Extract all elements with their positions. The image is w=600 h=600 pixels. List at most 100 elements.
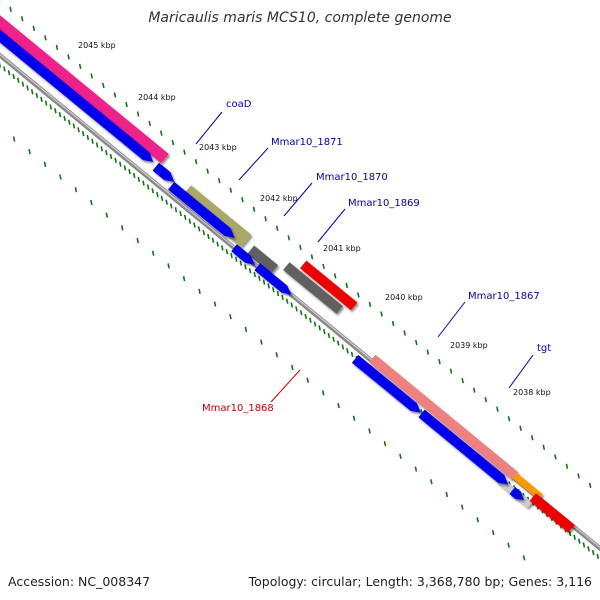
tick-mark (90, 73, 94, 79)
tick-mark (174, 207, 178, 213)
tick-mark (217, 178, 221, 184)
tick-mark (113, 92, 117, 98)
tick-mark (151, 188, 155, 194)
tick-mark (262, 279, 266, 285)
cds-arrow-1867 (351, 355, 421, 413)
tick-mark (327, 332, 331, 339)
tick-mark (519, 425, 522, 431)
tick-mark (357, 292, 360, 298)
tick-mark (95, 142, 99, 148)
tick-mark (476, 517, 480, 523)
tick-mark (310, 254, 314, 260)
tick-mark (54, 108, 57, 114)
tick-mark (350, 351, 354, 358)
tick-mark (426, 349, 430, 355)
gene-label: Mmar10_1867 (468, 291, 540, 302)
leader-line (283, 182, 313, 217)
genome-summary: Topology: circular; Length: 3,368,780 bp… (248, 574, 592, 589)
tick-mark (167, 263, 170, 269)
olive-feature (180, 185, 252, 248)
tick-mark (40, 96, 43, 102)
tick-mark (225, 249, 229, 255)
gene-labels: coaDMmar10_1871Mmar10_1870Mmar10_1869Mma… (202, 99, 551, 414)
tick-mark (229, 187, 233, 193)
orange-feature (512, 473, 543, 500)
tick-mark (309, 317, 312, 323)
leader-line (195, 111, 223, 145)
tick-mark (491, 529, 495, 536)
tick-mark (252, 206, 256, 212)
tick-mark (368, 428, 371, 434)
tick-mark (522, 555, 526, 561)
tick-mark (304, 313, 308, 320)
tick-mark (128, 169, 131, 175)
tick-mark (146, 184, 150, 190)
tick-mark (285, 298, 289, 304)
tick-mark (573, 534, 576, 540)
gene-label: Mmar10_1871 (271, 137, 343, 148)
tick-mark (3, 66, 6, 72)
tick-mark (460, 504, 464, 510)
tick-mark (198, 288, 201, 294)
gene-label: coaD (226, 99, 252, 110)
tick-mark (383, 441, 387, 447)
tick-mark (322, 329, 326, 335)
tick-mark (368, 301, 372, 308)
tick-mark (414, 466, 418, 472)
tick-mark (318, 325, 321, 331)
tick-mark (554, 454, 557, 460)
leader-line (508, 354, 534, 389)
tick-mark (321, 390, 325, 396)
tick-mark (55, 44, 59, 50)
gene-label: Mmar10_1869 (348, 198, 420, 209)
tick-mark (258, 275, 261, 281)
tick-mark (151, 250, 155, 256)
tick-mark (337, 402, 340, 409)
tick-mark (234, 256, 238, 262)
tick-mark (193, 222, 196, 228)
tick-mark (206, 168, 209, 174)
tick-mark (449, 368, 453, 374)
tick-mark (346, 348, 349, 354)
tick-mark (445, 491, 449, 498)
tick-mark (399, 453, 402, 459)
tick-mark (577, 473, 580, 479)
tick-mark (67, 54, 70, 60)
tick-mark (582, 542, 586, 548)
tick-mark (241, 197, 244, 203)
gray-feature-1868 (283, 262, 343, 314)
tick-mark (391, 320, 395, 327)
tick-mark (100, 146, 104, 152)
leader-line (437, 301, 466, 338)
cds-arrow-next (418, 409, 509, 485)
tick-mark (21, 81, 25, 87)
tick-mark (26, 85, 29, 91)
tick-mark (281, 294, 284, 301)
tick-mark (63, 115, 66, 122)
tick-mark (244, 264, 247, 270)
tick-mark (109, 153, 113, 160)
tick-mark (207, 233, 210, 240)
tick-mark (136, 237, 140, 244)
tick-mark (587, 546, 590, 552)
tick-mark (290, 302, 294, 308)
tick-mark (542, 444, 546, 450)
kbp-label: 2045 kbp (78, 41, 116, 50)
tick-mark (275, 225, 279, 231)
tick-mark (72, 123, 76, 129)
tick-mark (565, 463, 569, 469)
leader-line (317, 208, 346, 243)
tick-mark (9, 6, 12, 12)
tick-mark (484, 397, 488, 403)
tick-mark (287, 235, 291, 241)
red-feature-1868 (300, 260, 358, 311)
tick-mark (244, 326, 248, 333)
tick-mark (229, 314, 232, 320)
tick-mark (81, 130, 85, 137)
tick-mark (165, 199, 168, 205)
tick-mark (35, 92, 39, 99)
tick-mark (197, 226, 201, 232)
tick-mark (230, 252, 233, 259)
kbp-label: 2039 kbp (450, 341, 488, 350)
